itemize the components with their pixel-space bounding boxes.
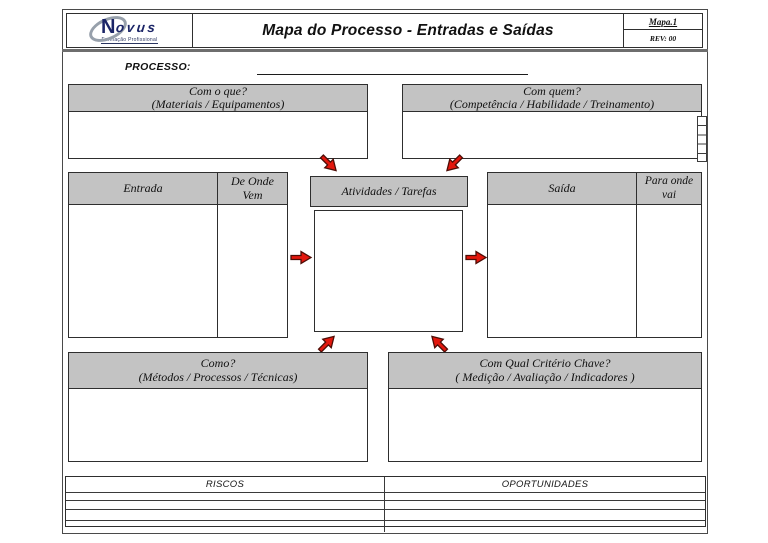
de-onde-vem-line2: Vem	[242, 187, 263, 202]
atividades-header: Atividades / Tarefas	[310, 176, 468, 207]
saida-field	[487, 204, 637, 338]
criterio-chave-title: Com Qual Critério Chave?	[479, 356, 611, 370]
com-quem-subtitle: (Competência / Habilidade / Treinamento)	[449, 97, 655, 111]
risks-opportunities-table: RISCOS OPORTUNIDADES	[65, 476, 706, 532]
arrow-down-left-icon	[441, 150, 467, 176]
criterio-chave-subtitle: ( Medição / Avaliação / Indicadores )	[455, 369, 635, 384]
com-o-que-header: Com o que? (Materiais / Equipamentos)	[68, 84, 368, 112]
de-onde-vem-field	[217, 204, 288, 338]
como-title: Como?	[200, 356, 236, 370]
process-label: PROCESSO:	[125, 61, 191, 73]
doc-code: Mapa.1	[648, 16, 678, 27]
saida-title: Saída	[548, 180, 576, 195]
com-quem-header: Com quem? (Competência / Habilidade / Tr…	[402, 84, 702, 112]
logo-wordmark: ovus	[115, 19, 159, 35]
para-onde-vai-line1: Para onde	[644, 175, 694, 187]
revision-cell: REV: 00	[623, 29, 703, 48]
process-blank-line	[257, 74, 528, 76]
revision-label: REV: 00	[649, 34, 677, 43]
com-o-que-subtitle: (Materiais / Equipamentos)	[151, 97, 285, 111]
arrow-right-icon	[465, 250, 488, 265]
saida-header: Saída	[487, 172, 637, 205]
doc-code-cell: Mapa.1	[623, 13, 703, 30]
criterio-chave-header: Com Qual Critério Chave? ( Medição / Ava…	[388, 352, 702, 389]
table-row	[66, 509, 705, 520]
para-onde-vai-line2: vai	[661, 188, 677, 201]
table-header-row: RISCOS OPORTUNIDADES	[66, 477, 705, 492]
como-subtitle: (Métodos / Processos / Técnicas)	[138, 369, 298, 384]
table-row	[66, 520, 705, 532]
criterio-chave-field	[388, 388, 702, 462]
como-header: Como? (Métodos / Processos / Técnicas)	[68, 352, 368, 389]
entrada-header: Entrada	[68, 172, 218, 205]
com-quem-field	[402, 111, 702, 159]
oportunidades-header-cell: OPORTUNIDADES	[385, 477, 705, 492]
oportunidades-cell	[385, 493, 705, 500]
de-onde-vem-header: De Onde Vem	[217, 172, 288, 205]
arrow-right-icon	[290, 250, 313, 265]
com-o-que-title: Com o que?	[189, 83, 247, 98]
oportunidades-cell	[385, 501, 705, 509]
oportunidades-cell	[385, 521, 705, 532]
atividades-title: Atividades / Tarefas	[341, 183, 437, 198]
entrada-title: Entrada	[123, 180, 163, 195]
side-mini-grid	[697, 116, 707, 162]
novus-logo: N ovus Formação Profissional	[67, 10, 192, 48]
como-field	[68, 388, 368, 462]
oportunidades-cell	[385, 510, 705, 520]
com-o-que-field	[68, 111, 368, 159]
logo-tagline: Formação Profissional	[101, 37, 158, 44]
riscos-header-cell: RISCOS	[66, 477, 385, 492]
logo-letter-n: N	[101, 16, 116, 38]
com-quem-title: Com quem?	[523, 83, 581, 98]
table-row	[66, 500, 705, 509]
riscos-cell	[66, 510, 385, 520]
arrow-down-right-icon	[316, 150, 342, 176]
page-title: Mapa do Processo - Entradas e Saídas	[262, 21, 554, 39]
atividades-field	[314, 210, 463, 332]
riscos-cell	[66, 521, 385, 532]
para-onde-vai-field	[636, 204, 702, 338]
oportunidades-label: OPORTUNIDADES	[501, 479, 589, 490]
table-row	[66, 492, 705, 500]
riscos-cell	[66, 493, 385, 500]
entrada-field	[68, 204, 218, 338]
para-onde-vai-header: Para onde vai	[636, 172, 702, 205]
de-onde-vem-line1: De Onde	[231, 174, 274, 188]
logo-cell: N ovus Formação Profissional	[66, 10, 193, 48]
header-divider	[62, 48, 708, 52]
riscos-cell	[66, 501, 385, 509]
arrow-up-left-icon	[426, 330, 452, 356]
title-cell: Mapa do Processo - Entradas e Saídas	[192, 13, 624, 48]
riscos-label: RISCOS	[205, 479, 245, 490]
arrow-up-right-icon	[314, 330, 340, 356]
